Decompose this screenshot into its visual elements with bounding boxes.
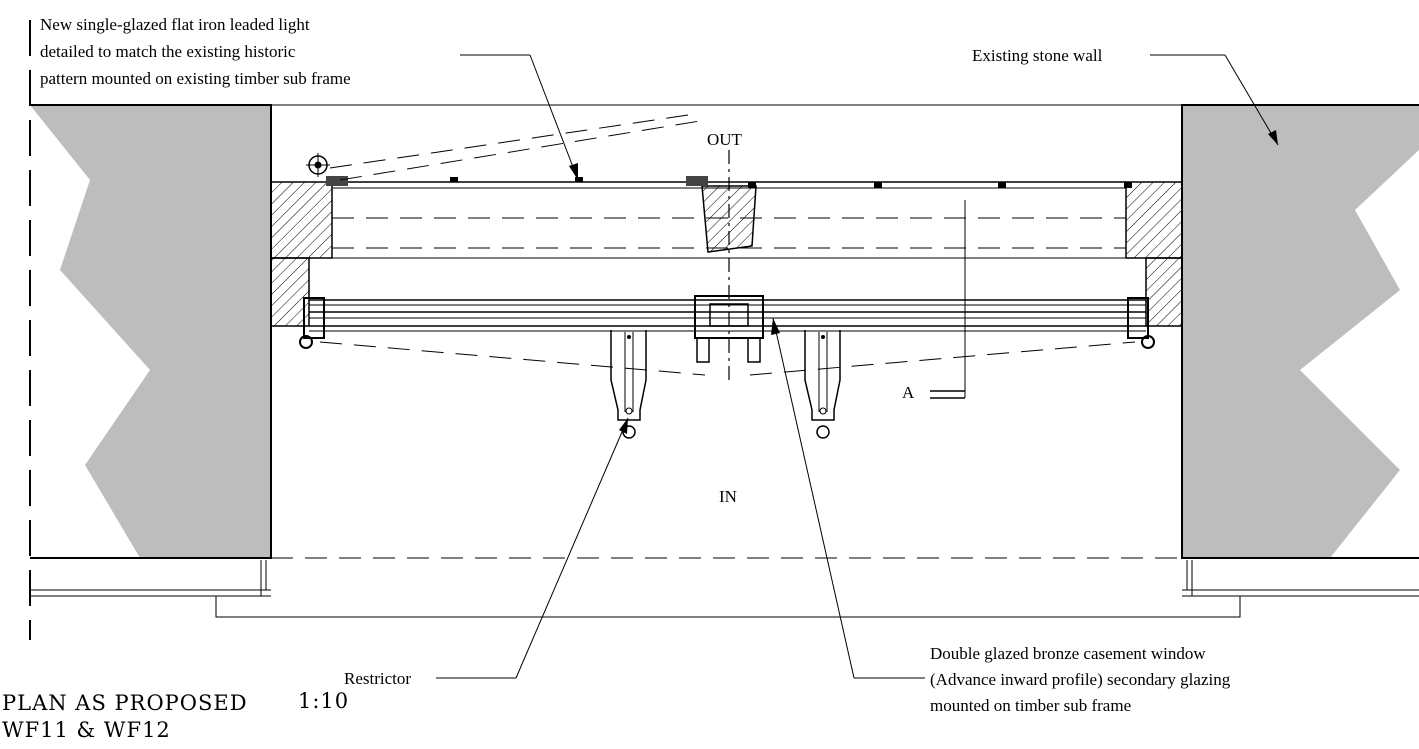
casement-note-line3: mounted on timber sub frame — [930, 696, 1131, 715]
sill-lines — [30, 557, 1419, 618]
casement-swing-lines — [319, 341, 1136, 376]
in-label: IN — [719, 487, 737, 506]
secondary-glazing-frame — [299, 295, 1155, 363]
timber-subframe — [270, 181, 1183, 327]
leaded-light-note-line2: detailed to match the existing historic — [40, 42, 296, 61]
restrictor-right — [804, 330, 841, 439]
section-marker-a — [930, 200, 966, 399]
section-marker-label: A — [902, 383, 915, 402]
stone-wall-label: Existing stone wall — [972, 46, 1103, 65]
drawing-title: PLAN AS PROPOSED — [2, 691, 248, 715]
restrictor-label: Restrictor — [344, 669, 411, 688]
drawing-reference: WF11 & WF12 — [2, 718, 171, 742]
out-label: OUT — [707, 130, 743, 149]
leaded-light-note-line3: pattern mounted on existing timber sub f… — [40, 69, 351, 88]
leaf-swing-lines — [329, 113, 1126, 249]
casement-note-line1: Double glazed bronze casement window — [930, 644, 1206, 663]
leaded-light-note-line1: New single-glazed flat iron leaded light — [40, 15, 310, 34]
leader-lines — [436, 54, 1279, 679]
casement-note-line2: (Advance inward profile) secondary glazi… — [930, 670, 1231, 689]
left-stone-wall — [30, 104, 272, 559]
drawing-scale: 1:10 — [298, 689, 349, 713]
right-stone-wall — [1181, 104, 1419, 559]
restrictor-left — [610, 330, 647, 439]
